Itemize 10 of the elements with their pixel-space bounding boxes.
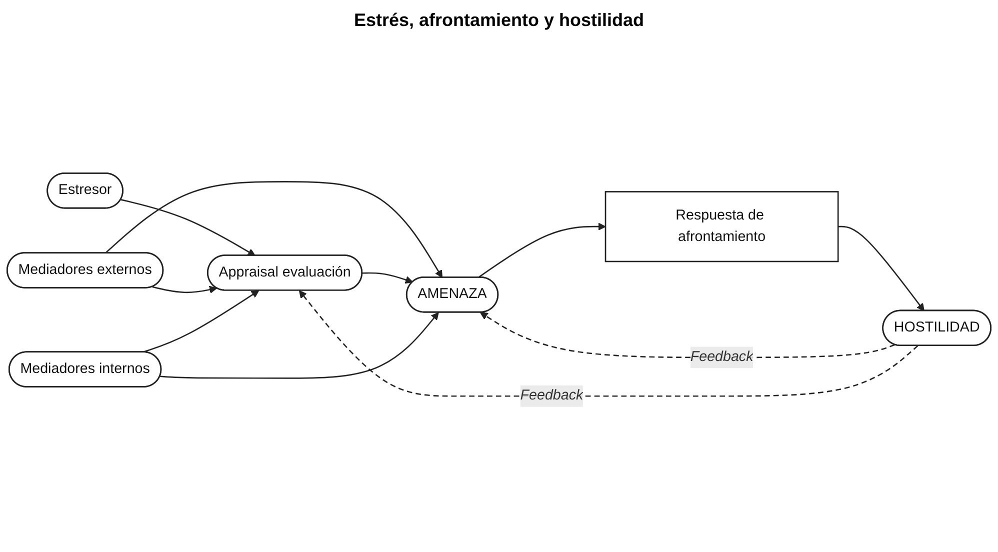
arrow xyxy=(160,312,439,379)
arrow xyxy=(104,180,443,278)
arrow xyxy=(152,286,218,294)
diagram-title: Estrés, afrontamiento y hostilidad xyxy=(352,10,646,31)
arrow xyxy=(120,199,256,256)
arrow xyxy=(298,290,918,397)
arrow xyxy=(362,272,414,284)
node-box: Respuesta de afrontamiento xyxy=(604,191,839,262)
arrow xyxy=(838,226,924,312)
arrow xyxy=(478,222,606,278)
